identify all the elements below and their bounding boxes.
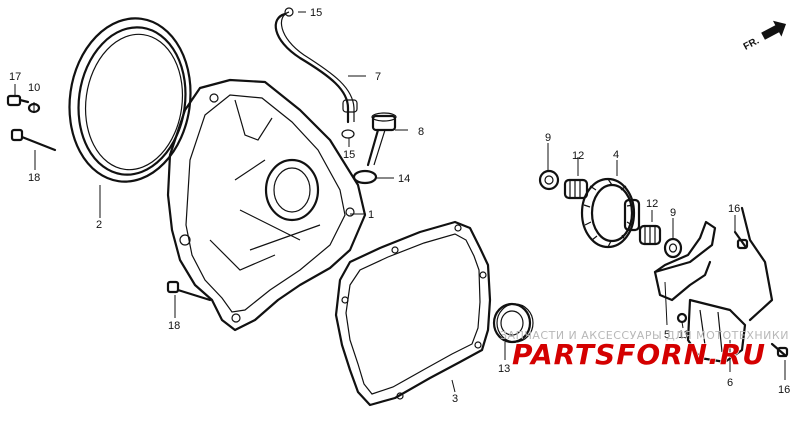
fr-label: FR. (742, 35, 762, 52)
callout-9-right: 9 (670, 207, 676, 219)
part-6-bracket (686, 206, 774, 364)
callout-5: 5 (664, 329, 670, 341)
part-9-washer-left (538, 169, 560, 191)
watermark-tagline: ЗАПЧАСТИ И АКСЕССУАРЫ ДЛЯ МОТОТЕХНИКИ (500, 329, 789, 342)
part-18-bolt-lower (166, 280, 212, 302)
part-5-governor-arm (653, 220, 717, 302)
callout-16-upper: 16 (728, 203, 740, 215)
callout-12-right: 12 (646, 198, 658, 210)
callout-6: 6 (727, 377, 733, 389)
callout-2: 2 (96, 219, 102, 231)
callout-15-mid: 15 (343, 149, 355, 161)
callout-11: 11 (678, 329, 689, 341)
callout-3: 3 (452, 393, 458, 405)
leader-lines (14, 11, 786, 393)
part-13-oil-seal (492, 302, 534, 344)
part-16-bolt-upper (733, 230, 749, 250)
fr-direction-marker: FR. (742, 20, 787, 53)
callout-8: 8 (418, 126, 424, 138)
part-4-governor-gear (580, 177, 641, 249)
part-12-bearing-right (638, 224, 662, 246)
callout-18-lower: 18 (168, 320, 180, 332)
watermark: ЗАПЧАСТИ И АКСЕССУАРЫ ДЛЯ МОТОТЕХНИКИ PA… (500, 329, 789, 372)
part-12-bearing-left (563, 178, 589, 200)
callout-4: 4 (613, 149, 619, 161)
callout-17: 17 (9, 71, 21, 83)
part-17-bolt (6, 94, 30, 107)
part-9-washer-right (663, 237, 683, 259)
part-2-ring (68, 17, 192, 183)
part-14-o-ring (352, 169, 378, 185)
callout-15-top: 15 (310, 7, 322, 19)
part-1-crankcase-cover (166, 78, 367, 332)
part-11-clip (676, 312, 688, 324)
part-7-hose (274, 7, 358, 124)
callout-13: 13 (498, 363, 510, 375)
part-18-bolt-upper (10, 128, 57, 152)
part-3-gasket (334, 220, 492, 407)
callout-labels: 1 2 3 4 5 6 7 8 9 9 10 11 12 12 13 14 15… (9, 7, 790, 405)
callout-16-lower: 16 (778, 384, 790, 396)
part-15-washer (341, 129, 355, 139)
callout-7: 7 (375, 71, 381, 83)
part-16-bolt-lower (770, 342, 789, 358)
part-8-dipstick (366, 112, 397, 167)
callout-12-left: 12 (572, 150, 584, 162)
callout-1: 1 (368, 209, 374, 221)
callout-18-upper: 18 (28, 172, 40, 184)
callout-14: 14 (398, 173, 410, 185)
callout-9-left: 9 (545, 132, 551, 144)
watermark-logo: PARTSFORN.RU (512, 338, 766, 371)
callout-10: 10 (28, 82, 40, 94)
